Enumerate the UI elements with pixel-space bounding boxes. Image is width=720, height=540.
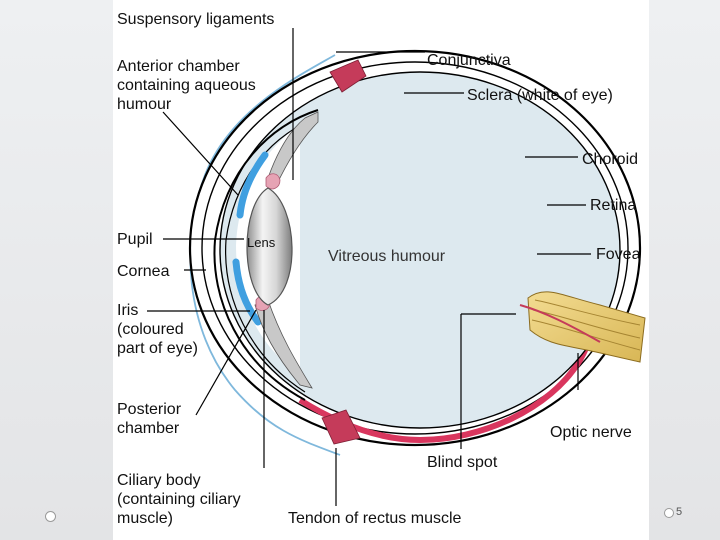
label-sclera: Sclera (white of eye) (467, 87, 613, 104)
label-iris-1: Iris (117, 302, 138, 319)
iris-lower (232, 258, 262, 326)
label-blind-spot: Blind spot (427, 454, 498, 471)
rectus-muscle-upper (329, 59, 367, 93)
footer-dot-right (664, 508, 674, 518)
label-conjunctiva: Conjunctiva (427, 52, 511, 69)
label-iris-2: (coloured (117, 321, 184, 338)
optic-blood-vessel (519, 304, 601, 343)
vitreous-humour-body (219, 71, 621, 429)
rectus-muscle-lower (321, 409, 361, 445)
cornea (213, 109, 319, 401)
leader-lines (147, 28, 591, 506)
label-optic-nerve: Optic nerve (550, 424, 632, 441)
label-ciliary-body-1: Ciliary body (117, 472, 201, 489)
label-anterior-chamber-3: humour (117, 96, 172, 113)
label-vitreous-humour: Vitreous humour (328, 248, 446, 265)
label-anterior-chamber-2: containing aqueous (117, 77, 256, 94)
label-posterior-chamber-2: chamber (117, 420, 180, 437)
label-anterior-chamber-1: Anterior chamber (117, 58, 240, 75)
label-fovea: Fovea (596, 246, 641, 263)
ciliary-muscle-upper (265, 173, 281, 190)
label-pupil: Pupil (117, 231, 153, 248)
choroid-layer (201, 61, 629, 435)
lens (246, 187, 293, 306)
label-ciliary-body-3: muscle) (117, 510, 173, 527)
page-number: 5 (676, 506, 683, 518)
optic-nerve (527, 291, 646, 363)
label-choroid: Choroid (582, 151, 638, 168)
label-tendon-rectus: Tendon of rectus muscle (288, 510, 462, 527)
footer-dot-left (45, 511, 56, 522)
label-posterior-chamber-1: Posterior (117, 401, 182, 418)
label-iris-3: part of eye) (117, 340, 198, 357)
label-ciliary-body-2: (containing ciliary (117, 491, 241, 508)
cornea-inner (225, 117, 319, 393)
label-cornea: Cornea (117, 263, 170, 280)
label-suspensory-ligaments: Suspensory ligaments (117, 11, 274, 28)
label-lens: Lens (247, 235, 276, 250)
label-retina: Retina (590, 197, 636, 214)
iris-upper (236, 151, 269, 219)
